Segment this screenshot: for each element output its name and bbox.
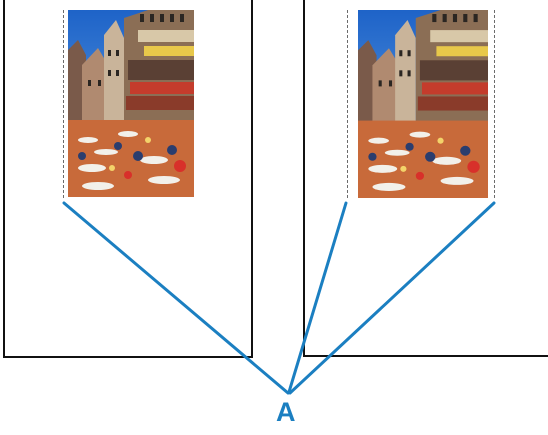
- callout-line-right: [290, 203, 494, 393]
- callout-line-middle: [289, 203, 346, 392]
- callout-line-left: [64, 203, 288, 393]
- callout-label: A: [276, 397, 296, 428]
